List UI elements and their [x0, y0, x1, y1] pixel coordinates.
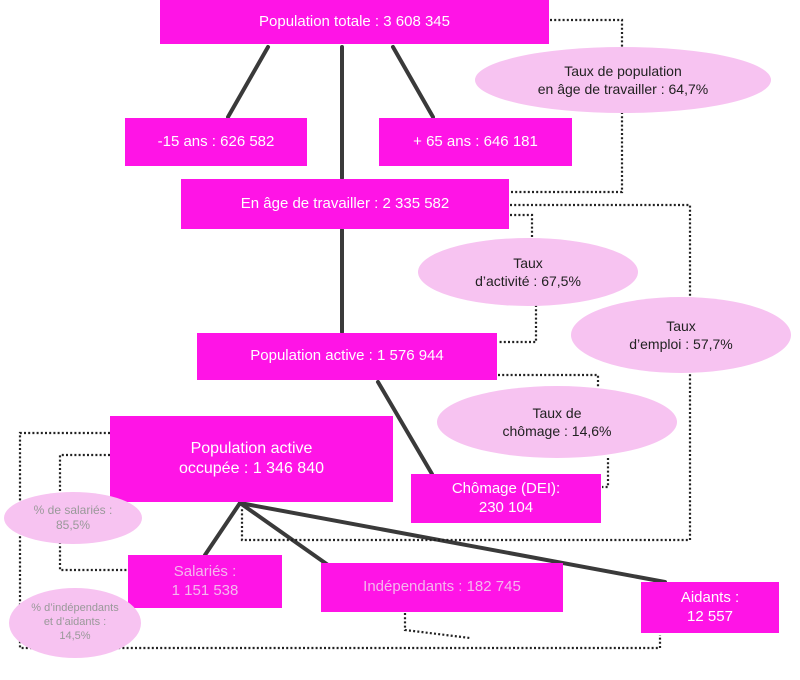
label-population-occupee-2: occupée : 1 346 840	[178, 460, 324, 477]
link-active-chomage	[376, 380, 434, 476]
label-chomage-1: Chômage (DEI):	[451, 479, 561, 497]
box-salaries: Salariés : 1 151 538	[128, 555, 282, 608]
rate-emploi-2: d’emploi : 57,7%	[629, 336, 733, 352]
link-occupee-independants	[238, 501, 330, 567]
label-aidants-1: Aidants :	[680, 588, 740, 606]
label-independants: Indépendants : 182 745	[363, 578, 521, 596]
rate-age-travailler-2: en âge de travailler : 64,7%	[537, 81, 709, 97]
label-age-travailler: En âge de travailler : 2 335 582	[240, 194, 450, 212]
box-population-occupee: Population active occupée : 1 346 840	[110, 416, 393, 502]
link-total-plus65	[391, 45, 435, 119]
box-age-travailler: En âge de travailler : 2 335 582	[181, 179, 509, 229]
rate-chomage-2: chômage : 14,6%	[502, 423, 612, 439]
dots-salaries-rate	[58, 453, 110, 495]
dots-indep-rate	[18, 431, 662, 650]
rate-independants-2: et d’aidants :	[43, 616, 107, 629]
dots-emploi-rate	[510, 203, 692, 300]
dots-age-rate	[550, 18, 624, 55]
dots-indep-rate-2	[403, 613, 471, 640]
label-chomage-2: 230 104	[478, 498, 534, 516]
box-chomage: Chômage (DEI): 230 104	[411, 474, 601, 523]
label-population-totale: Population totale : 3 608 345	[259, 12, 450, 30]
box-population-active: Population active : 1 576 944	[197, 333, 497, 380]
label-salaries-1: Salariés :	[173, 562, 237, 580]
rate-emploi-1: Taux	[666, 317, 696, 334]
label-salaries-2: 1 151 538	[171, 581, 239, 599]
rate-independants-3: 14,5%	[59, 629, 91, 642]
label-population-occupee-1: Population active	[190, 440, 313, 457]
rate-salaries-2: 85,5%	[55, 518, 90, 532]
rate-independants-1: % d’indépendants	[31, 602, 119, 615]
rate-independants: % d’indépendants et d’aidants : 14,5%	[9, 588, 141, 658]
rate-age-travailler-1: Taux de population	[564, 62, 682, 79]
rate-activite-1: Taux	[513, 254, 543, 271]
box-independants: Indépendants : 182 745	[321, 563, 563, 612]
rate-chomage: Taux de chômage : 14,6%	[437, 386, 677, 458]
label-plus-65-ans: + 65 ans : 646 181	[413, 132, 538, 150]
label-aidants-2: 12 557	[687, 607, 733, 625]
rate-chomage-1: Taux de	[532, 404, 582, 421]
box-population-totale: Population totale : 3 608 345	[160, 0, 549, 44]
dots-activite-rate-2	[498, 305, 538, 344]
rate-salaries-1: % de salariés :	[33, 503, 113, 517]
label-moins-15-ans: -15 ans : 626 582	[157, 132, 275, 150]
rate-age-travailler: Taux de population en âge de travailler …	[475, 47, 771, 113]
rate-emploi: Taux d’emploi : 57,7%	[571, 297, 791, 373]
dots-activite-rate	[510, 213, 534, 238]
link-total-moins15	[226, 45, 270, 119]
link-occupee-salaries	[203, 501, 242, 557]
label-population-active: Population active : 1 576 944	[250, 347, 444, 365]
dots-emploi-rate-2	[240, 370, 692, 542]
rate-activite-2: d’activité : 67,5%	[475, 273, 581, 289]
box-moins-15-ans: -15 ans : 626 582	[125, 118, 307, 166]
box-plus-65-ans: + 65 ans : 646 181	[379, 118, 572, 166]
dots-chomage-rate-2	[602, 458, 610, 489]
rate-activite: Taux d’activité : 67,5%	[418, 238, 638, 306]
box-aidants: Aidants : 12 557	[641, 582, 779, 633]
dots-salaries-rate-2	[58, 542, 128, 572]
rate-salaries: % de salariés : 85,5%	[4, 492, 142, 544]
dots-age-rate-2	[510, 112, 624, 194]
link-occupee-aidants	[238, 501, 667, 584]
